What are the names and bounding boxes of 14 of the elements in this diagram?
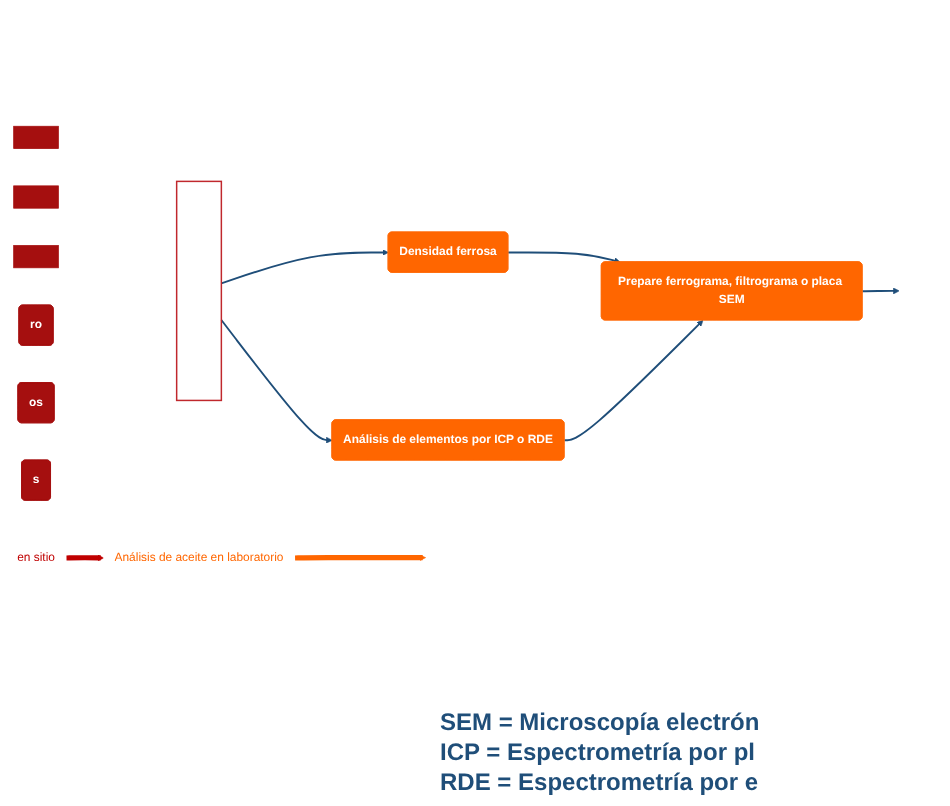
node-box: [13, 125, 59, 149]
node-bracket: [175, 180, 223, 402]
arrow: [66, 554, 104, 562]
arrow: [220, 319, 333, 444]
abbreviation-note: RDE = Espectrometría por e: [440, 768, 761, 798]
arrow: [295, 554, 426, 561]
abbreviation-note: SEM = Microscopía electrón: [440, 708, 762, 738]
abbreviation-note: ICP = Espectrometría por pl: [440, 738, 757, 768]
arrow: [861, 287, 900, 295]
arrow: [220, 249, 389, 285]
node-box: [13, 245, 59, 269]
node-box: [13, 185, 59, 209]
arrow: [507, 251, 621, 264]
arrow: [563, 320, 704, 442]
